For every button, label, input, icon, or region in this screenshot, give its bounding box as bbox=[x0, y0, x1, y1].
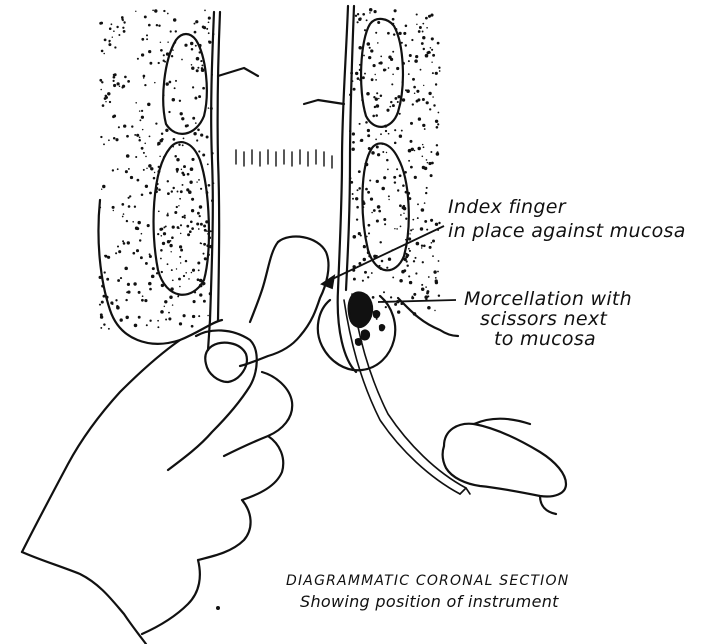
caption-title: DIAGRAMMATIC CORONAL SECTION bbox=[286, 574, 569, 588]
index-finger-lower-edge bbox=[250, 242, 278, 322]
label-morcellation-line2: scissors next bbox=[480, 310, 607, 329]
left-turbinate-upper bbox=[163, 34, 207, 134]
right-finger-body bbox=[474, 419, 556, 514]
mucosa-hatching bbox=[236, 150, 332, 168]
right-turbinate-upper bbox=[361, 19, 403, 127]
label-index-finger-line2: in place against mucosa bbox=[448, 222, 686, 241]
bony-spur-right bbox=[304, 100, 344, 104]
bony-spur-left bbox=[218, 68, 258, 76]
hand-thumbnail bbox=[205, 343, 247, 382]
caption-subtitle: Showing position of instrument bbox=[300, 594, 559, 610]
hand-palm-outline bbox=[22, 340, 180, 552]
left-cavity-wall-inner bbox=[218, 12, 220, 320]
scissors-blade-right bbox=[352, 294, 466, 488]
label-index-finger-line1: Index finger bbox=[448, 198, 566, 217]
scissors-blade-left bbox=[344, 300, 460, 494]
hand-wrist bbox=[22, 552, 146, 644]
ink-speck bbox=[216, 606, 220, 610]
leader-morcellation bbox=[378, 300, 456, 302]
scissors-handle bbox=[460, 488, 470, 494]
hand-fingers bbox=[142, 372, 292, 634]
left-cavity-wall bbox=[208, 12, 214, 350]
bone-outline-right bbox=[398, 298, 458, 336]
label-morcellation-line3: to mucosa bbox=[494, 330, 596, 349]
label-morcellation-line1: Morcellation with bbox=[464, 290, 632, 309]
leader-index-finger bbox=[326, 226, 444, 282]
stippled-bone-left bbox=[99, 9, 215, 329]
bone-outline-left bbox=[98, 200, 222, 344]
morcellated-tissue bbox=[349, 293, 372, 327]
